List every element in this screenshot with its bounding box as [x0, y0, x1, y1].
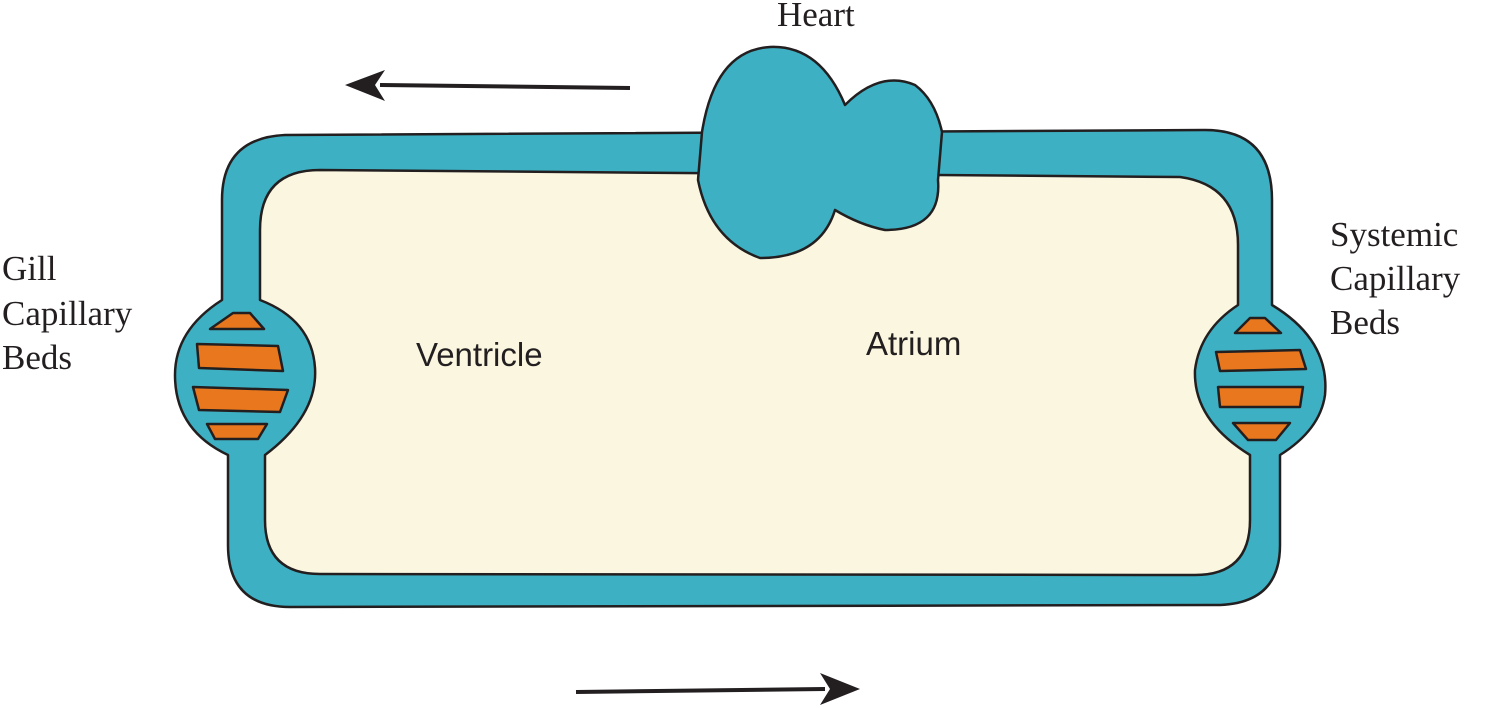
- systemic-capillary-bar: [1214, 348, 1308, 373]
- gill-beds-label-line: Gill: [2, 249, 57, 288]
- systemic-beds-label-line: Beds: [1330, 303, 1400, 342]
- atrium-label: Atrium: [866, 325, 961, 362]
- systemic-beds-label-line: Systemic: [1330, 215, 1458, 254]
- heart-label: Heart: [777, 0, 855, 34]
- flow-arrow-bottom: [575, 673, 860, 705]
- body-interior: [258, 168, 1252, 577]
- heart-shape: [696, 45, 944, 260]
- flow-arrow-top-shaft: [379, 83, 631, 90]
- ventricle-label: Ventricle: [416, 336, 543, 373]
- gill-capillary-bar: [205, 422, 269, 441]
- gill-beds-label-line: Capillary: [2, 294, 133, 333]
- systemic-capillary-bar: [1233, 316, 1283, 335]
- systemic-capillary-bar: [1231, 421, 1292, 442]
- systemic-capillary-bar: [1216, 385, 1305, 409]
- gill-capillary-bar: [208, 311, 266, 331]
- gill-capillary-bar: [191, 385, 290, 414]
- gill-capillary-bars: [191, 311, 290, 441]
- flow-arrow-bottom-shaft: [575, 687, 826, 694]
- systemic-beds-label: Systemic Capillary Beds: [1330, 215, 1469, 342]
- flow-arrow-bottom-head: [820, 673, 860, 705]
- gill-beds-label: Gill Capillary Beds: [2, 249, 141, 377]
- systemic-beds-label-line: Capillary: [1330, 259, 1461, 298]
- gill-capillary-bar: [195, 342, 285, 373]
- flow-arrow-top-head: [345, 70, 385, 101]
- systemic-capillary-bars: [1214, 316, 1308, 442]
- gill-beds-label-line: Beds: [2, 338, 72, 377]
- flow-arrow-top: [345, 70, 631, 101]
